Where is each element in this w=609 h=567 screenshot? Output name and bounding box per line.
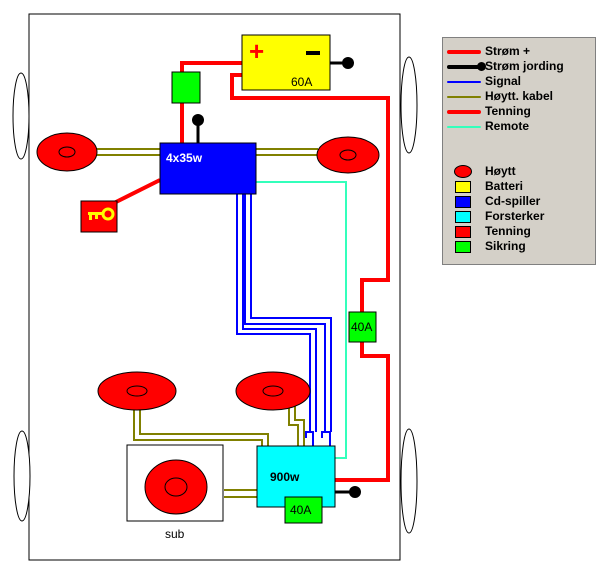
legend-color-swatch	[455, 196, 471, 208]
speaker-rear-right	[235, 371, 311, 411]
legend-line-swatch	[447, 96, 481, 98]
legend-item: Forsterker	[443, 209, 597, 224]
legend-item: Sikring	[443, 239, 597, 254]
battery	[241, 34, 331, 91]
legend-item: Strøm +	[443, 44, 597, 59]
wheel-front-left	[12, 72, 30, 160]
legend-item: Høytt. kabel	[443, 89, 597, 104]
legend-line-swatch	[447, 65, 481, 69]
legend-item: Signal	[443, 74, 597, 89]
legend-label: Tenning	[485, 104, 531, 118]
legend-line-end-dot	[477, 62, 486, 71]
key-icon	[88, 207, 115, 221]
wheel-rear-left	[13, 430, 31, 522]
legend-item: Tenning	[443, 104, 597, 119]
inline-fuse	[348, 311, 377, 343]
legend-label: Forsterker	[485, 209, 545, 223]
legend-line-swatch	[447, 50, 481, 54]
legend-label: Strøm +	[485, 44, 531, 58]
legend-line-swatch	[447, 126, 481, 128]
power-cables	[107, 61, 390, 482]
cd-player	[159, 142, 257, 195]
amplifier-fuse-label: 40A	[290, 503, 311, 517]
legend-color-swatch	[455, 226, 471, 238]
ground-point-amp	[349, 486, 361, 498]
battery-fuse	[171, 71, 201, 104]
legend-label: Remote	[485, 119, 530, 133]
legend-label: Cd-spiller	[485, 194, 541, 208]
legend-item: Cd-spiller	[443, 194, 597, 209]
amplifier-fuse	[284, 496, 323, 524]
subwoofer-speaker	[144, 459, 208, 515]
ground-point-cd	[192, 114, 204, 126]
cd-player-label: 4x35w	[166, 151, 203, 165]
legend-item: Strøm jording	[443, 59, 597, 74]
wheel-rear-right	[400, 428, 418, 534]
legend-label: Strøm jording	[485, 59, 564, 73]
legend-item: Batteri	[443, 179, 597, 194]
legend-color-swatch	[455, 211, 471, 223]
legend-color-swatch	[455, 181, 471, 193]
speaker-cables	[95, 148, 318, 498]
legend-item: Høytt	[443, 164, 597, 179]
wheel-front-right	[400, 56, 418, 154]
legend-color-swatch	[455, 241, 471, 253]
legend-item: Tenning	[443, 224, 597, 239]
speaker-front-left	[36, 132, 98, 172]
legend-label: Batteri	[485, 179, 524, 193]
battery-minus-sign	[306, 51, 320, 55]
legend-label: Høytt	[485, 164, 516, 178]
legend-label: Høytt. kabel	[485, 89, 554, 103]
legend-line-swatch	[447, 110, 481, 114]
legend-label: Signal	[485, 74, 522, 88]
legend-line-swatch	[447, 81, 481, 83]
remote-wire	[256, 181, 347, 459]
legend-item: Remote	[443, 119, 597, 134]
battery-plus-sign: +	[249, 36, 264, 66]
ground-point-battery	[342, 57, 354, 69]
speaker-rear-left	[97, 371, 177, 411]
legend-oval-swatch	[454, 165, 472, 178]
speaker-front-right	[316, 136, 380, 174]
legend-label: Sikring	[485, 239, 526, 253]
legend-label: Tenning	[485, 224, 531, 238]
amplifier-label: 900w	[270, 470, 300, 484]
inline-fuse-label: 40A	[351, 320, 372, 334]
signal-cables	[236, 194, 332, 446]
battery-fuse-label: 60A	[291, 75, 312, 89]
speakers	[36, 132, 380, 411]
subwoofer-label: sub	[165, 527, 185, 541]
